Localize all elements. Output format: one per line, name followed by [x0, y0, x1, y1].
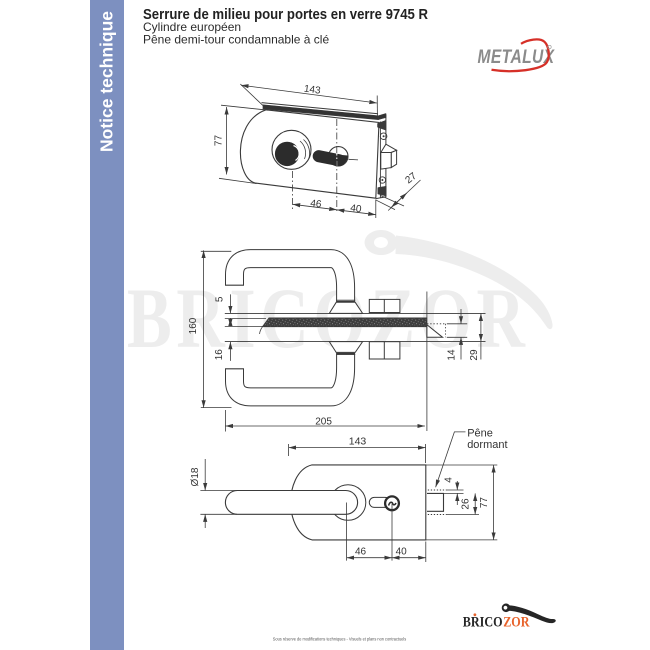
svg-text:29: 29 [469, 349, 480, 361]
svg-text:16: 16 [214, 349, 225, 361]
svg-text:Ø18: Ø18 [190, 467, 201, 486]
svg-text:Pêne: Pêne [467, 427, 493, 439]
svg-text:Pêne demi-tour condamnable à c: Pêne demi-tour condamnable à clé [143, 33, 329, 47]
svg-text:14: 14 [447, 349, 458, 361]
svg-text:40: 40 [396, 547, 408, 558]
svg-text:Notice technique: Notice technique [97, 11, 117, 152]
svg-text:5: 5 [214, 296, 225, 302]
svg-text:77: 77 [213, 135, 224, 147]
svg-text:143: 143 [349, 436, 367, 448]
svg-text:160: 160 [188, 317, 199, 334]
svg-text:Serrure de milieu pour portes: Serrure de milieu pour portes en verre 9… [143, 6, 428, 23]
svg-text:METALUX: METALUX [478, 45, 556, 67]
svg-text:46: 46 [310, 198, 323, 210]
svg-text:4: 4 [444, 477, 455, 483]
svg-text:46: 46 [355, 547, 367, 558]
svg-text:ZOR: ZOR [503, 614, 530, 630]
svg-text:205: 205 [315, 417, 332, 428]
svg-text:143: 143 [303, 84, 321, 97]
svg-text:27: 27 [403, 171, 419, 187]
svg-text:26: 26 [461, 498, 472, 510]
svg-text:Cylindre européen: Cylindre européen [143, 20, 241, 34]
svg-text:Sous réserve de modifications: Sous réserve de modifications techniques… [273, 636, 407, 641]
svg-text:77: 77 [479, 497, 490, 509]
svg-text:40: 40 [350, 203, 363, 215]
svg-text:dormant: dormant [467, 439, 507, 451]
svg-text:BRICO: BRICO [463, 614, 503, 630]
